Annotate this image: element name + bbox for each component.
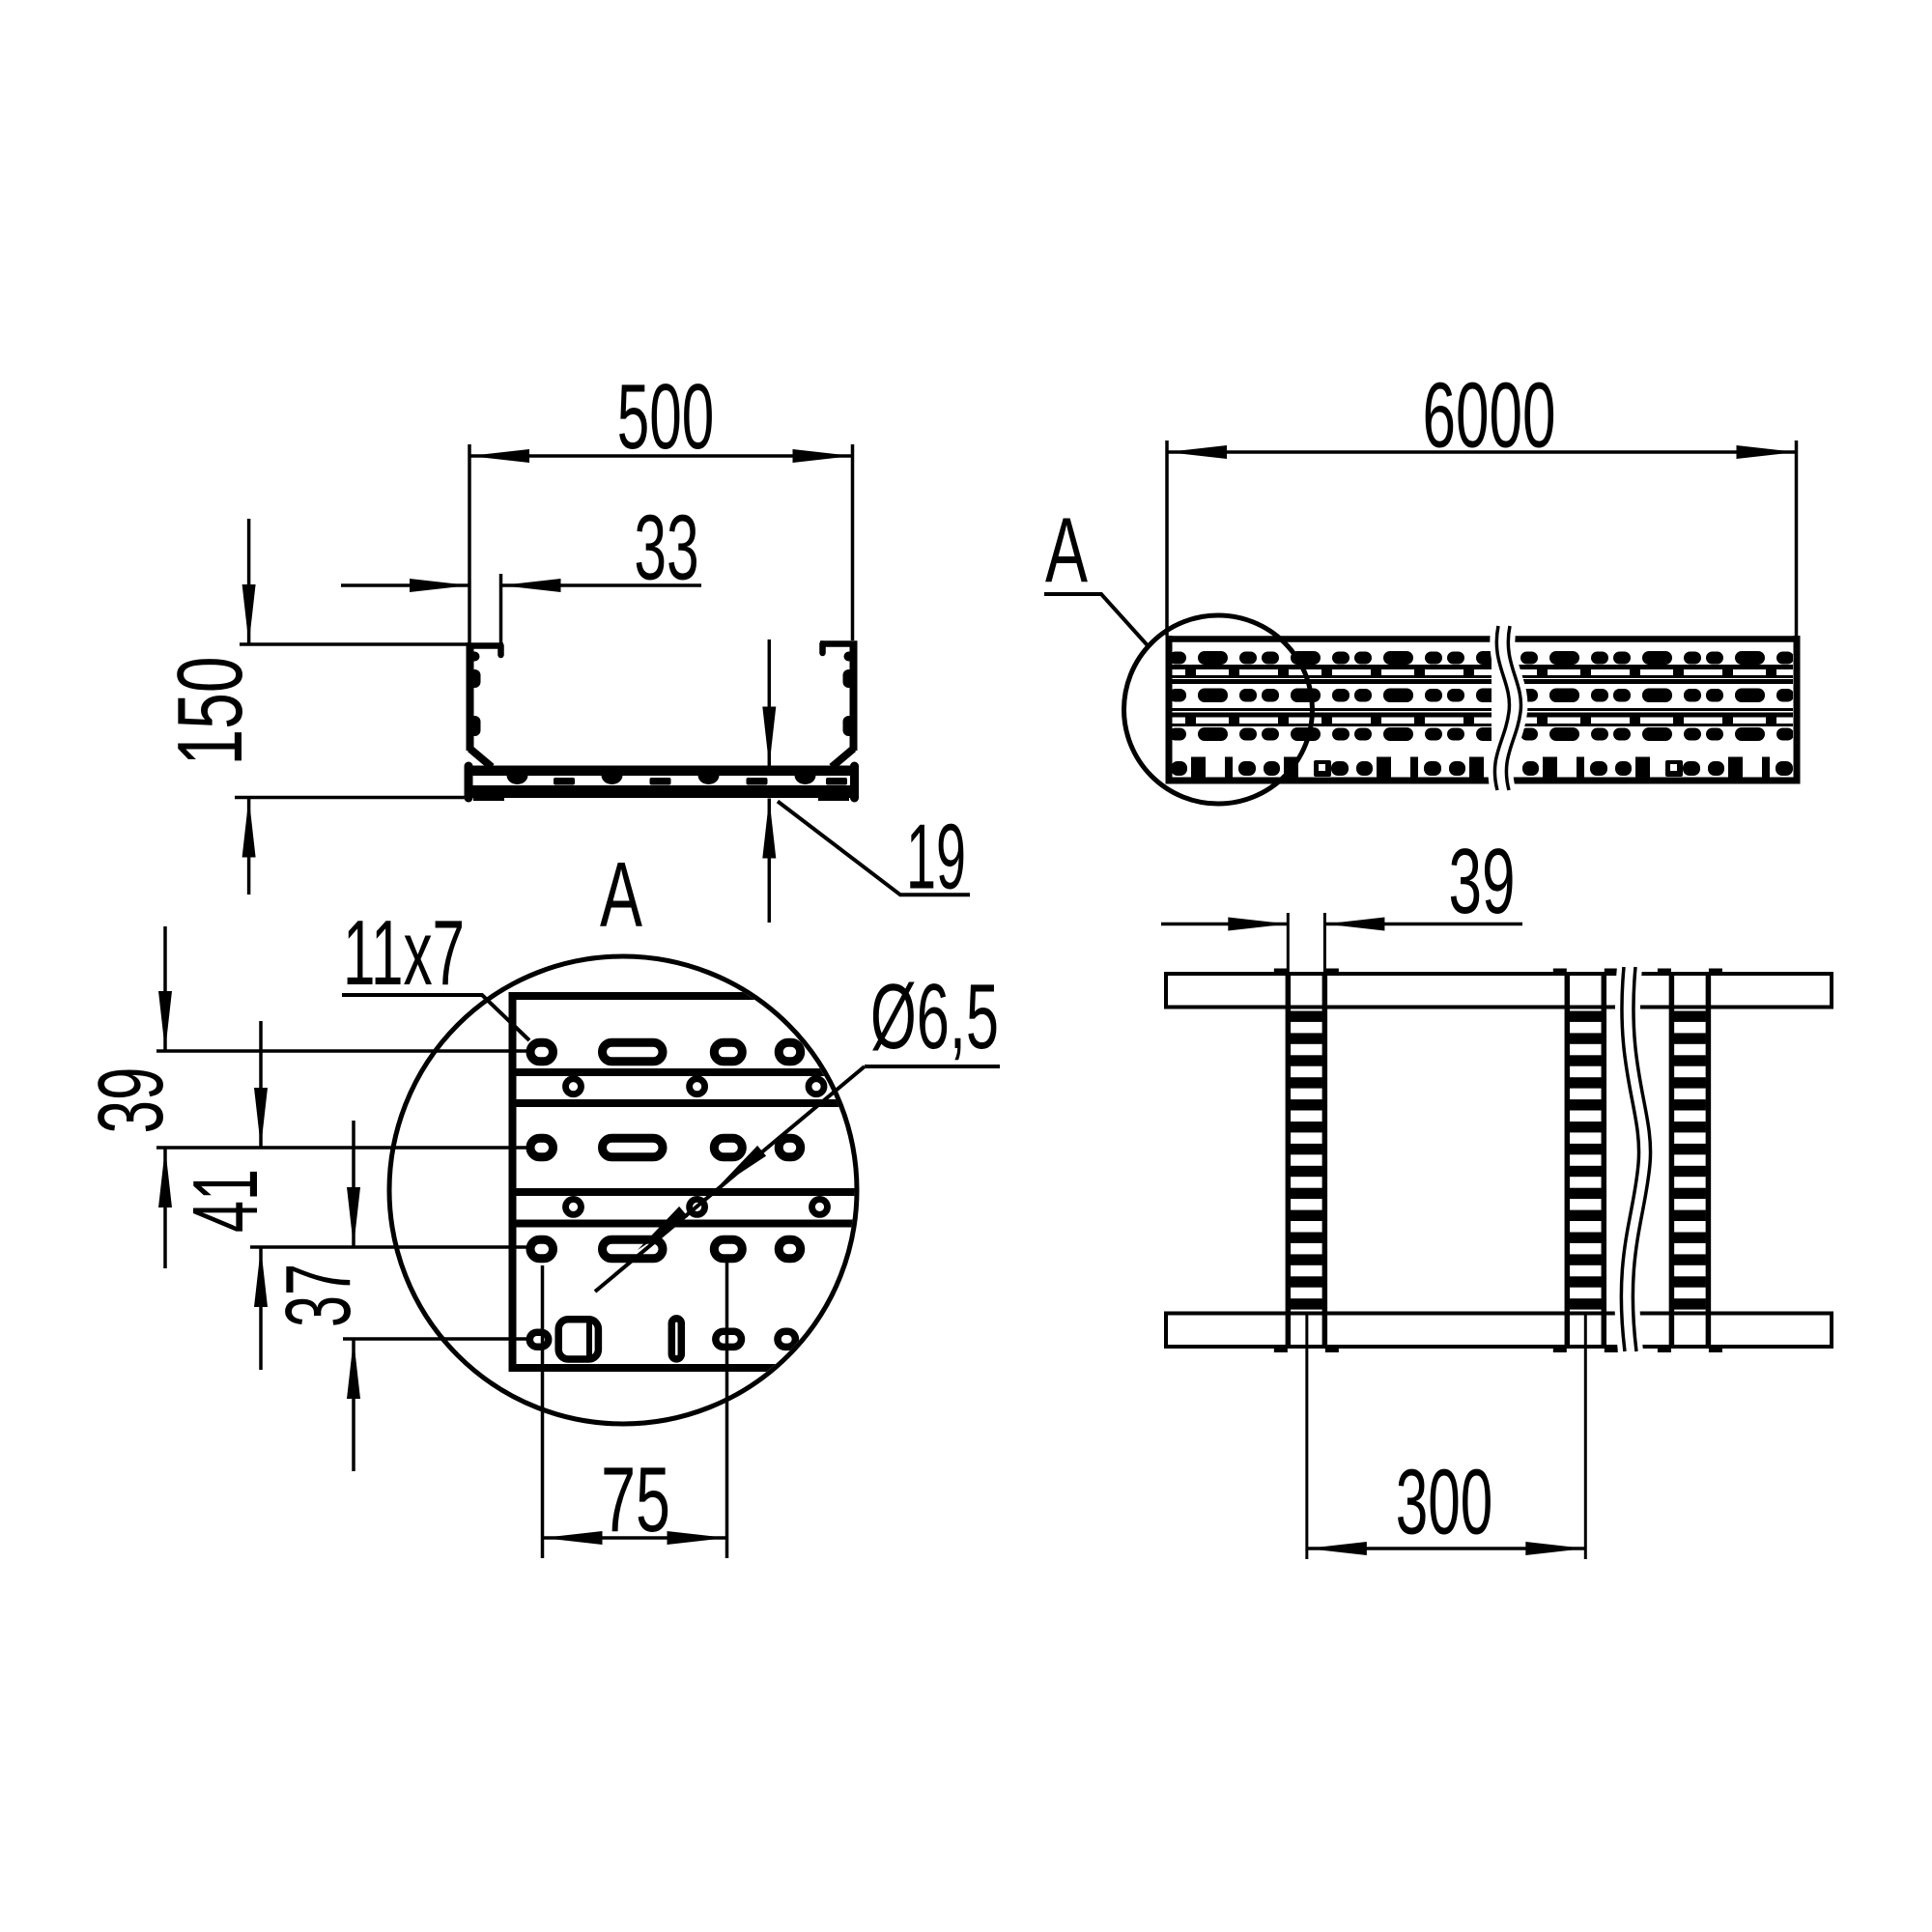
svg-text:37: 37	[267, 1264, 370, 1327]
svg-text:39: 39	[1449, 830, 1516, 933]
svg-text:500: 500	[617, 365, 715, 469]
svg-text:A: A	[1045, 499, 1088, 603]
svg-text:150: 150	[158, 657, 262, 766]
svg-text:33: 33	[634, 497, 698, 600]
svg-text:300: 300	[1396, 1451, 1493, 1554]
svg-text:39: 39	[79, 1067, 183, 1134]
svg-text:Ø6,5: Ø6,5	[870, 965, 999, 1068]
svg-text:A: A	[600, 843, 642, 947]
svg-text:11x7: 11x7	[343, 901, 465, 1005]
svg-text:19: 19	[906, 806, 966, 909]
svg-text:75: 75	[601, 1448, 670, 1551]
svg-text:6000: 6000	[1423, 364, 1556, 468]
svg-text:41: 41	[174, 1169, 277, 1233]
